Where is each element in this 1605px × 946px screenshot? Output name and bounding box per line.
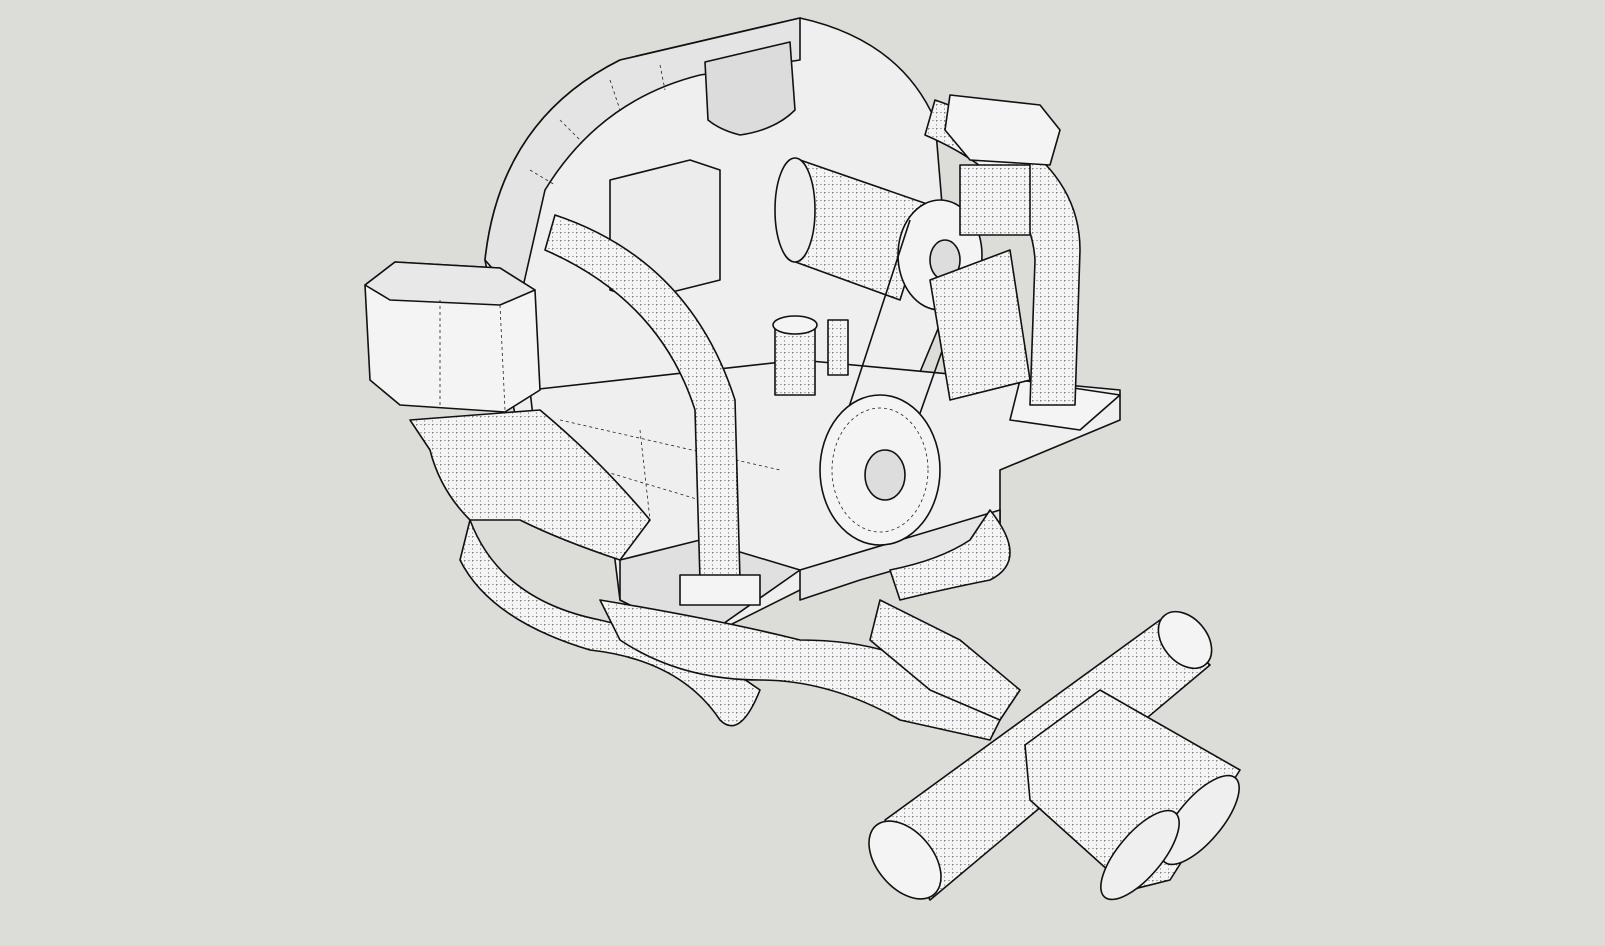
oil-filler [772,315,849,396]
exhaust-pipes [459,509,1021,741]
intake-manifold [544,99,1081,606]
air-filter-right [944,94,1061,236]
crank-pulley [819,219,961,546]
air-filter-left [364,261,541,413]
muffler [868,610,1241,901]
heat-exchanger-left [409,409,651,561]
heater-box-right [929,249,1031,401]
